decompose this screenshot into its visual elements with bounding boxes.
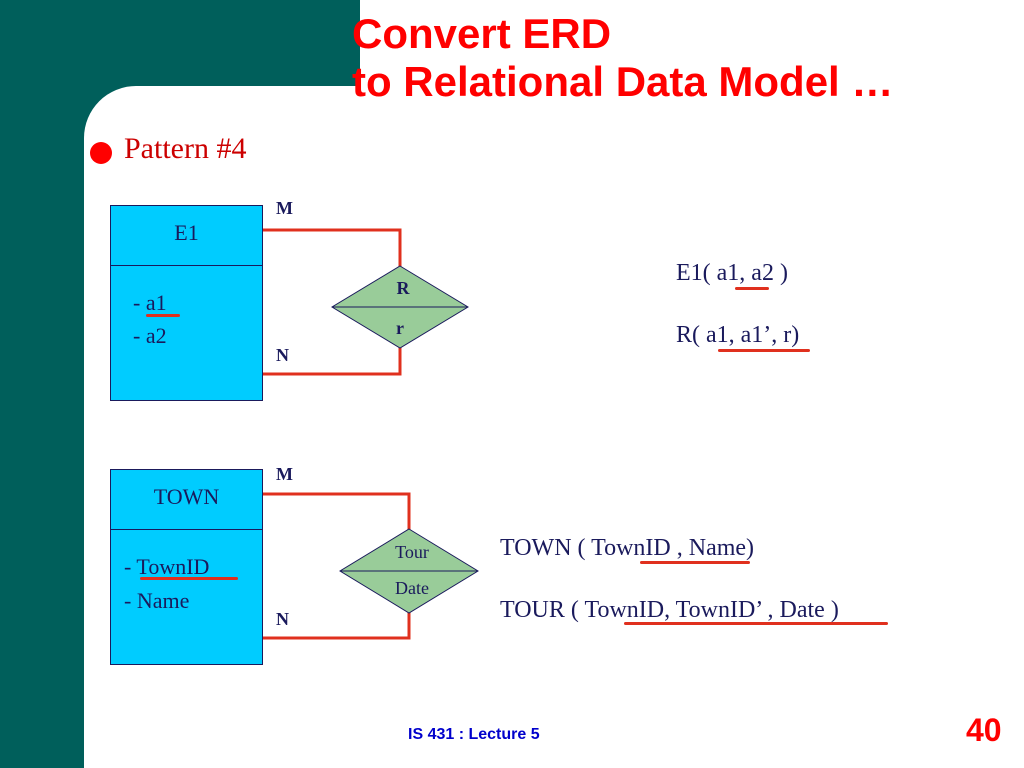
cardinality-n-1: N	[276, 345, 289, 365]
entity-e1-attr-a2: - a2	[133, 323, 167, 348]
slide-title: Convert ERD to Relational Data Model …	[352, 10, 893, 106]
relationship-attr-date: Date	[395, 578, 429, 598]
entity-town: TOWN	[110, 469, 263, 665]
key-underline-r	[718, 349, 810, 352]
relationship-name-tour: Tour	[395, 542, 429, 562]
entity-e1-attr-a1: - a1	[133, 290, 167, 315]
relation-r: R( a1, a1’, r)	[676, 322, 800, 348]
relation-tour: TOUR ( TownID, TownID’ , Date )	[500, 597, 839, 623]
connector-m-2	[263, 492, 411, 532]
entity-town-attr-name: - Name	[124, 588, 190, 613]
key-underline-tour	[624, 622, 888, 625]
key-underline-e1	[735, 287, 769, 290]
relation-e1: E1( a1, a2 )	[676, 260, 788, 286]
key-underline-townid	[140, 577, 238, 580]
entity-town-name: TOWN	[111, 470, 262, 530]
pattern-heading: Pattern #4	[124, 132, 247, 165]
entity-e1-name: E1	[111, 206, 262, 266]
footer-lecture: IS 431 : Lecture 5	[408, 726, 540, 743]
bullet-icon	[90, 142, 112, 164]
relationship-name-r: R	[397, 278, 411, 298]
relation-town: TOWN ( TownID , Name)	[500, 535, 755, 561]
connector-n-2	[263, 610, 411, 640]
relationship-attr-r: r	[396, 318, 404, 338]
page-number: 40	[966, 712, 1002, 748]
key-underline-a1	[146, 314, 180, 317]
title-line-1: Convert ERD	[352, 10, 612, 57]
cardinality-m-1: M	[276, 198, 293, 218]
entity-e1: E1	[110, 205, 263, 401]
connector-n-1	[263, 344, 402, 376]
cardinality-n-2: N	[276, 609, 289, 629]
entity-town-attr-townid: - TownID	[124, 554, 210, 579]
connector-m-1	[263, 228, 402, 270]
cardinality-m-2: M	[276, 464, 293, 484]
key-underline-town	[640, 561, 750, 564]
title-line-2: to Relational Data Model …	[352, 58, 894, 105]
